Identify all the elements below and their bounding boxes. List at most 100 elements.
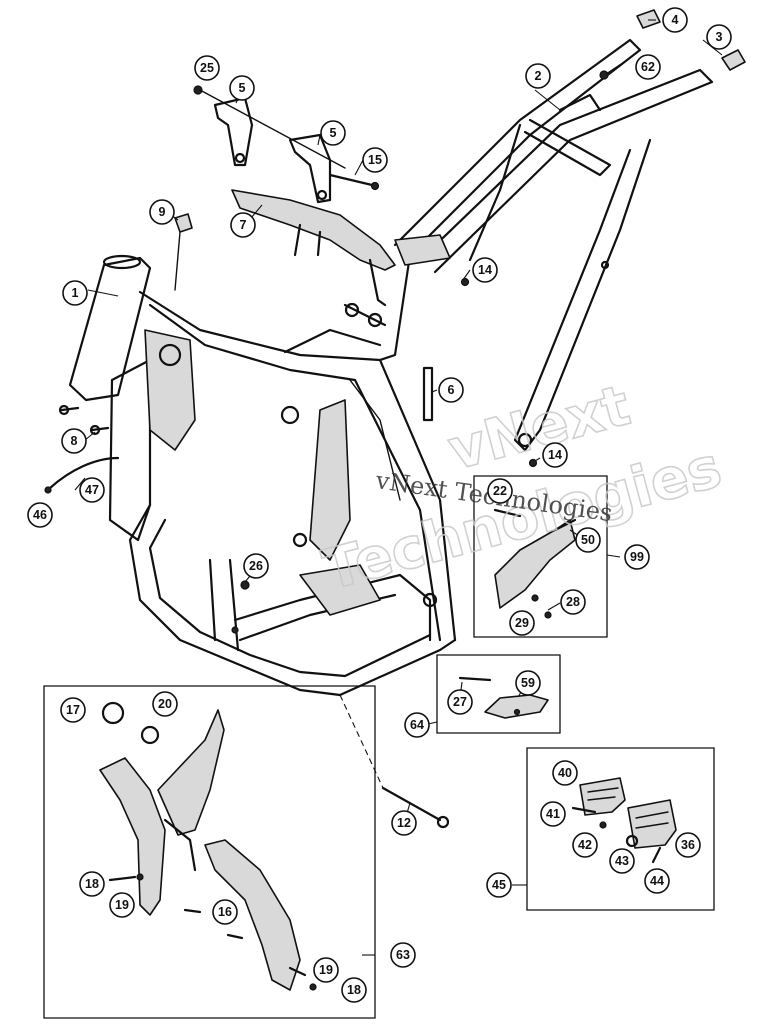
svg-text:6: 6 [448, 383, 455, 397]
subframe-top-rail-right [418, 68, 714, 274]
callout-47: 47 [79, 477, 105, 503]
svg-text:47: 47 [85, 483, 99, 497]
svg-text:59: 59 [521, 676, 535, 690]
callout-15: 15 [362, 147, 388, 173]
svg-text:42: 42 [578, 838, 592, 852]
group-63-parts [99, 701, 317, 991]
callout-7: 7 [230, 212, 256, 238]
svg-text:36: 36 [681, 838, 695, 852]
callout-44: 44 [644, 868, 670, 894]
svg-text:15: 15 [368, 153, 382, 167]
subframe-mount-plate [394, 234, 451, 266]
spring-43 [625, 834, 639, 848]
svg-text:14: 14 [548, 448, 562, 462]
callout-20: 20 [152, 691, 178, 717]
frame-gusset-side [309, 399, 351, 561]
group-boxes [43, 475, 715, 1019]
svg-text:28: 28 [566, 595, 580, 609]
group-45-parts [571, 777, 677, 864]
callout-19-left: 19 [109, 892, 135, 918]
callout-40: 40 [552, 760, 578, 786]
frame-protector-left [99, 757, 166, 916]
box-group-99 [473, 475, 608, 638]
svg-text:1: 1 [72, 286, 79, 300]
svg-text:22: 22 [493, 484, 507, 498]
clamp-20 [140, 725, 160, 745]
svg-text:45: 45 [492, 878, 506, 892]
callout-26: 26 [243, 553, 269, 579]
svg-text:8: 8 [71, 434, 78, 448]
callout-36: 36 [675, 832, 701, 858]
down-tube [108, 358, 152, 542]
upper-beam-left [138, 290, 457, 642]
svg-text:18: 18 [347, 983, 361, 997]
end-cap-3 [721, 49, 746, 71]
cradle-tube-inner [148, 518, 432, 678]
swingarm-bolt-12 [381, 786, 442, 822]
svg-text:17: 17 [66, 703, 80, 717]
svg-text:41: 41 [546, 807, 560, 821]
callout-28: 28 [560, 589, 586, 615]
svg-text:62: 62 [641, 60, 655, 74]
svg-text:3: 3 [716, 30, 723, 44]
pin-41 [571, 806, 597, 814]
steering-head-tube [68, 256, 152, 402]
svg-text:9: 9 [159, 205, 166, 219]
bolt-6 [422, 366, 434, 422]
svg-text:12: 12 [397, 816, 411, 830]
main-frame [68, 254, 457, 697]
callout-4: 4 [662, 7, 688, 33]
pin-44 [651, 846, 662, 864]
callout-9: 9 [149, 199, 175, 225]
clip-46 [44, 486, 52, 494]
svg-text:5: 5 [239, 81, 246, 95]
bolt-15 [328, 173, 374, 187]
callout-42: 42 [572, 832, 598, 858]
svg-text:19: 19 [115, 898, 129, 912]
group-64-parts [458, 676, 549, 719]
box-group-45 [526, 747, 715, 911]
screw-14-lower [528, 458, 538, 468]
svg-text:44: 44 [650, 874, 664, 888]
callout-46: 46 [27, 502, 53, 528]
screw-14-upper [460, 277, 470, 287]
svg-text:63: 63 [396, 948, 410, 962]
svg-text:4: 4 [672, 13, 679, 27]
clamp-17 [101, 701, 125, 725]
cradle-tube-outer [128, 503, 457, 697]
frame-gusset-front [144, 329, 196, 451]
bracket-5-right [288, 133, 332, 204]
callout-8: 8 [61, 428, 87, 454]
svg-text:19: 19 [319, 963, 333, 977]
clip-42 [599, 821, 607, 829]
footpeg-36 [627, 799, 677, 849]
guard-50 [494, 519, 576, 609]
svg-text:27: 27 [453, 695, 467, 709]
callout-6: 6 [438, 377, 464, 403]
callout-3: 3 [706, 24, 732, 50]
bracket-5-left [213, 96, 254, 167]
subframe-long-strut [513, 138, 652, 452]
callout-16: 16 [212, 899, 238, 925]
callout-41: 41 [540, 801, 566, 827]
callout-5-right: 5 [320, 120, 346, 146]
group-99-parts [493, 508, 577, 619]
mount-bracket-7 [231, 189, 396, 271]
svg-text:50: 50 [581, 533, 595, 547]
box-group-63 [43, 685, 376, 1019]
svg-text:40: 40 [558, 766, 572, 780]
callout-62: 62 [635, 54, 661, 80]
screw-26 [240, 580, 250, 590]
callout-14-lower: 14 [542, 442, 568, 468]
frame-protector-16 [204, 839, 301, 991]
svg-text:20: 20 [158, 697, 172, 711]
callout-5-left: 5 [229, 75, 255, 101]
callout-43: 43 [609, 848, 635, 874]
subframe [378, 38, 714, 452]
svg-text:29: 29 [515, 616, 529, 630]
hose-47 [48, 456, 120, 490]
svg-text:64: 64 [410, 718, 424, 732]
lower-cross-member [233, 573, 432, 642]
svg-text:7: 7 [240, 218, 247, 232]
